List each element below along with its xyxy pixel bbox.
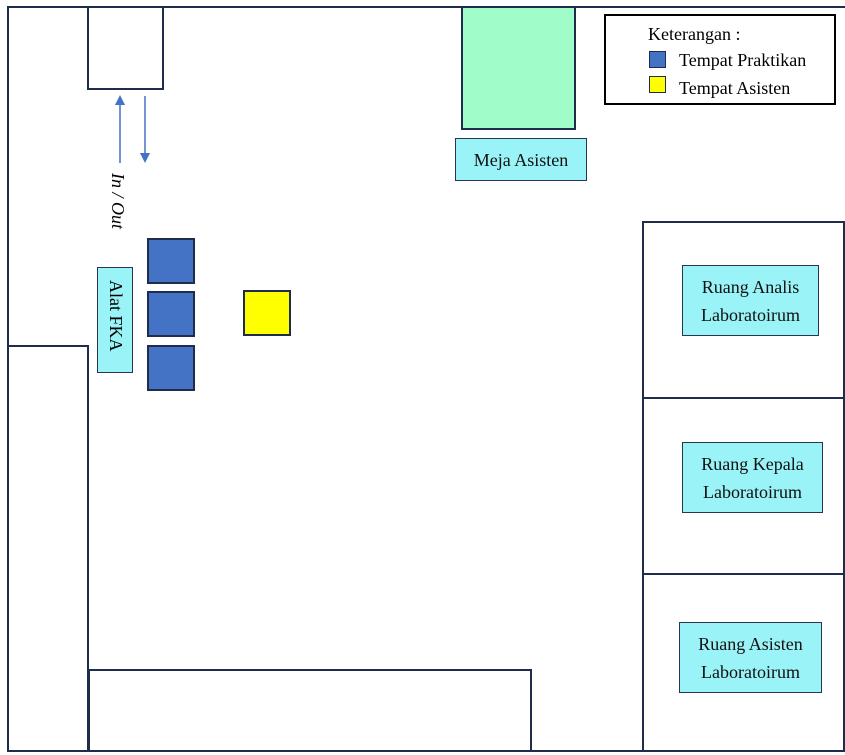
alat-fka-label: Alat FKA [106,280,126,352]
left-wall-block [7,345,89,752]
praktikan-station-1 [147,238,195,284]
legend-label-asisten: Tempat Asisten [679,78,791,98]
ruang-kepala-label: Ruang Kepala Laboratoirum [682,442,823,513]
ruang-analis-label: Ruang Analis Laboratoirum [682,265,819,336]
legend-swatch-blue [649,51,666,68]
in-out-arrows [115,95,150,163]
alat-fka-box: Alat FKA [97,267,133,373]
in-out-label: In / Out [108,173,128,229]
meja-asisten-label: Meja Asisten [455,138,587,181]
assistant-desk [461,6,576,130]
legend-title: Keterangan : [648,24,741,44]
legend-label-praktikan: Tempat Praktikan [679,50,807,70]
legend-swatch-yellow [649,76,666,93]
ruang-asisten-label: Ruang Asisten Laboratoirum [679,622,822,693]
entrance-door [87,6,164,90]
asisten-station [243,290,291,336]
praktikan-station-2 [147,291,195,337]
bottom-table-block [88,669,532,752]
legend-box: Keterangan : Tempat Praktikan Tempat Asi… [604,14,836,105]
praktikan-station-3 [147,345,195,391]
